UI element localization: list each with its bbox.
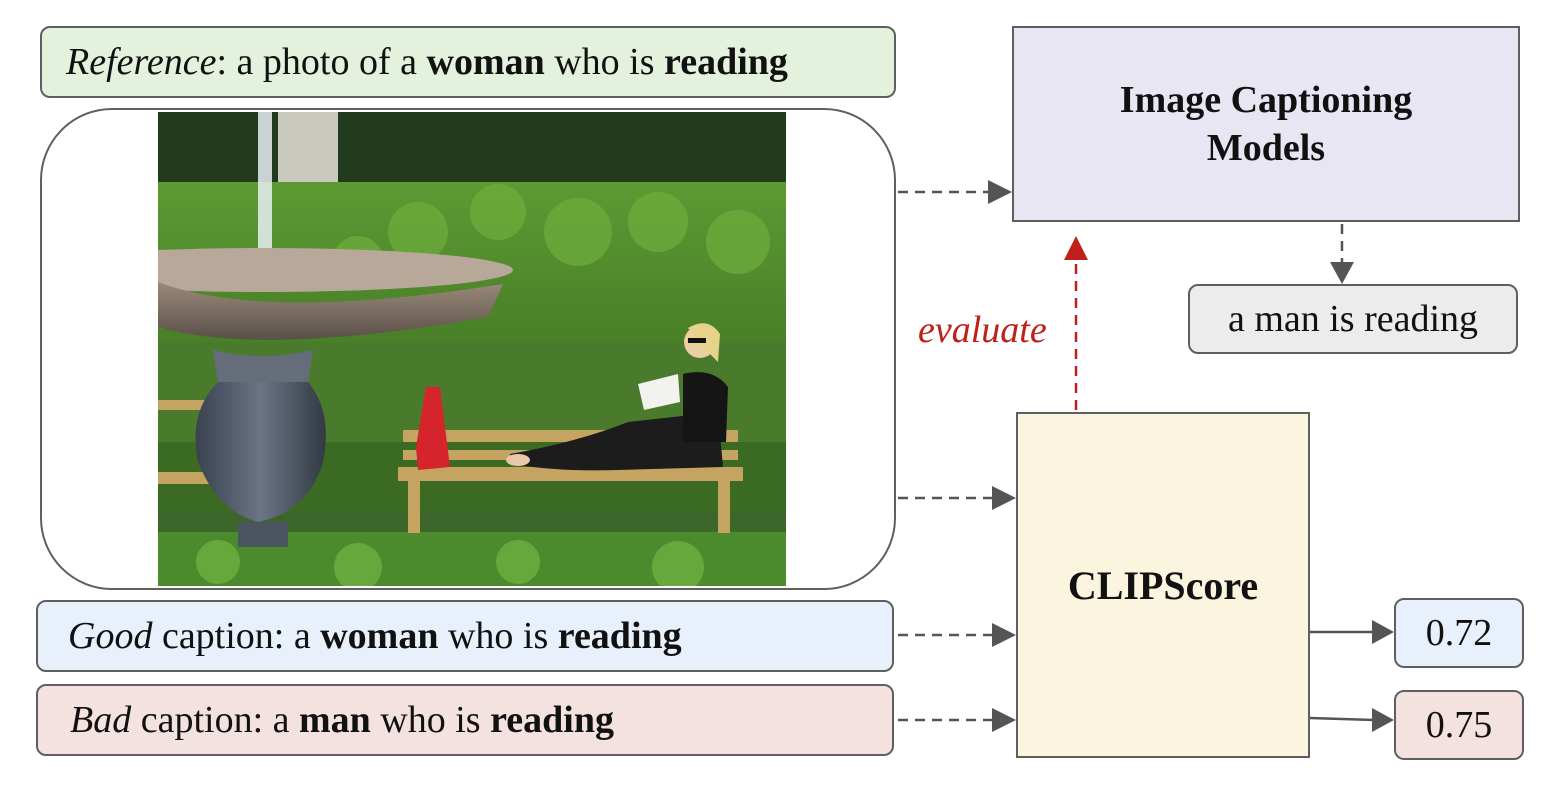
bad-score-value: 0.75 [1425,704,1493,746]
bad-caption-box: Bad caption: a man who is reading [36,684,894,756]
clipscore-box: CLIPScore [1016,412,1310,758]
generated-caption-text: a man is reading [1227,298,1479,340]
model-title-line2: Models [1206,127,1326,169]
clipscore-label: CLIPScore [1067,562,1259,608]
reference-caption-text: Reference: a photo of a woman who is rea… [66,41,788,83]
photo-woman-reading-on-bench [158,112,786,586]
reference-caption-box: Reference: a photo of a woman who is rea… [40,26,896,98]
clipscore-to-bad-score-arrow [1309,716,1375,722]
evaluate-label: evaluate [918,309,1047,351]
generated-caption-box: a man is reading [1188,284,1518,354]
bad-caption-text: Bad caption: a man who is reading [70,699,614,741]
image-captioning-models-box: Image Captioning Models [1012,26,1520,222]
good-caption-box: Good caption: a woman who is reading [36,600,894,672]
model-title-line1: Image Captioning [1119,79,1413,121]
good-caption-text: Good caption: a woman who is reading [68,615,682,657]
bad-score-box: 0.75 [1394,690,1524,760]
good-score-box: 0.72 [1394,598,1524,668]
good-score-value: 0.72 [1425,612,1493,654]
